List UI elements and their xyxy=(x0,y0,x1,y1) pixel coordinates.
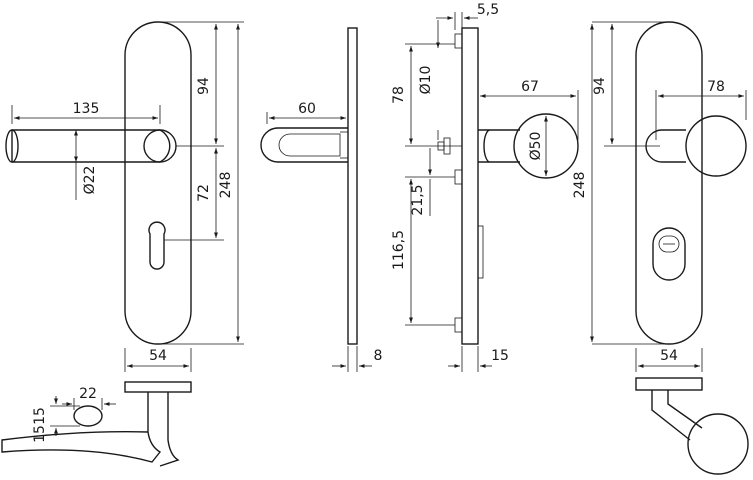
knob-top-view xyxy=(635,377,749,475)
keyhole xyxy=(148,221,166,270)
dim-spindle-diameter: Ø10 xyxy=(418,66,434,95)
dim-spindle-height: 78 xyxy=(391,86,407,104)
dim-grip-height: 15 xyxy=(32,407,48,425)
dim-top-offset: 5,5 xyxy=(477,2,499,18)
front-lever-view: 135 Ø22 54 94 72 248 xyxy=(5,21,244,372)
dim-knob-projection: 67 xyxy=(521,79,539,95)
dim-offset-small: 21,5 xyxy=(410,184,426,215)
knob-backplate xyxy=(635,21,703,345)
dim-lever-length: 135 xyxy=(73,101,100,117)
dim-side-thickness: 8 xyxy=(374,348,383,364)
section-knob xyxy=(513,113,579,179)
lever-rose xyxy=(143,129,177,163)
dim-knob-offset: 78 xyxy=(707,79,725,95)
side-lever xyxy=(260,127,348,163)
side-lever-view: 60 8 xyxy=(260,27,383,372)
dim-knob-diameter: Ø50 xyxy=(528,132,544,161)
dim-plate-height: 248 xyxy=(218,172,234,199)
dim-grip-height-2: 15 xyxy=(32,425,48,443)
dim-knob-plate-height: 248 xyxy=(572,172,588,199)
dim-handle-to-keyhole: 72 xyxy=(196,184,212,202)
side-plate xyxy=(347,27,358,345)
lever-handle xyxy=(11,129,171,163)
section-view: 5,5 Ø10 78 21,5 116,5 67 Ø50 15 xyxy=(391,2,579,372)
front-knob xyxy=(685,115,747,177)
section-knob-neck xyxy=(478,129,520,163)
dim-plate-width: 54 xyxy=(149,348,167,364)
dim-lower-distance: 116,5 xyxy=(391,230,407,270)
lever-handle-end xyxy=(5,129,19,163)
dim-top-to-handle: 94 xyxy=(196,77,212,95)
lever-top-view: 22 15 15 xyxy=(1,381,192,467)
cylinder-escutcheon xyxy=(652,227,686,281)
dim-grip-width: 22 xyxy=(79,386,97,402)
dim-section-thickness: 15 xyxy=(491,348,509,364)
knob-top-ball xyxy=(687,413,749,475)
dim-knob-plate-width: 54 xyxy=(660,348,678,364)
lever-grip-section xyxy=(73,405,103,427)
dim-knob-top: 94 xyxy=(592,77,608,95)
front-knob-view: 94 248 78 54 xyxy=(572,21,747,372)
section-plate xyxy=(461,27,479,345)
lever-backplate xyxy=(124,21,192,345)
dim-side-projection: 60 xyxy=(298,101,316,117)
dim-handle-diameter: Ø22 xyxy=(82,166,98,195)
lever-top-profile xyxy=(1,392,162,463)
knob-top-neck xyxy=(651,390,703,441)
